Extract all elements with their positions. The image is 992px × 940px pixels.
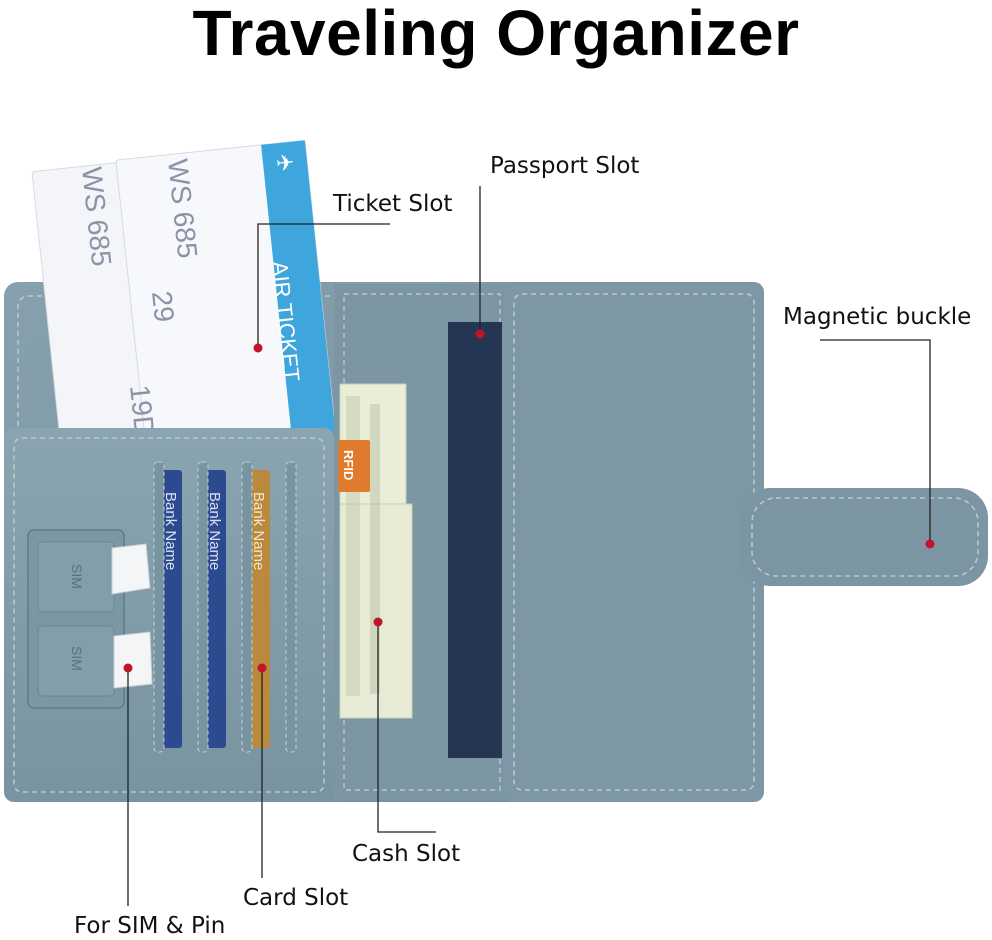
callout-card-slot: Card Slot [243,885,349,911]
sim-holder: SIM SIM [27,529,153,709]
callout-sim-pin: For SIM & Pin [74,913,226,939]
card-bank-3: Bank Name [250,492,267,570]
rfid-label: RFID [341,450,356,480]
passport [444,322,506,758]
svg-text:✈: ✈ [275,150,296,177]
leader-lines [127,186,931,906]
card-bank-2: Bank Name [206,492,223,570]
right-panel [502,282,764,802]
callout-magnetic-buckle: Magnetic buckle [783,304,972,330]
ticket-gate: 29 [146,289,180,323]
callout-cash-slot: Cash Slot [352,841,461,867]
marker-dots [123,329,935,673]
card-bank-1: Bank Name [162,492,179,570]
sim-label-top: SIM [69,564,85,589]
page-title: Traveling Organizer [192,0,800,69]
callout-passport-slot: Passport Slot [490,153,640,179]
sim-label-bottom: SIM [69,646,85,671]
magnetic-strap [740,488,988,586]
callout-ticket-slot: Ticket Slot [333,191,453,217]
cash-bills: RFID [338,383,413,719]
card-slots: Bank Name Bank Name Bank Name [153,461,297,753]
ticket-front: ✈ [115,140,337,459]
